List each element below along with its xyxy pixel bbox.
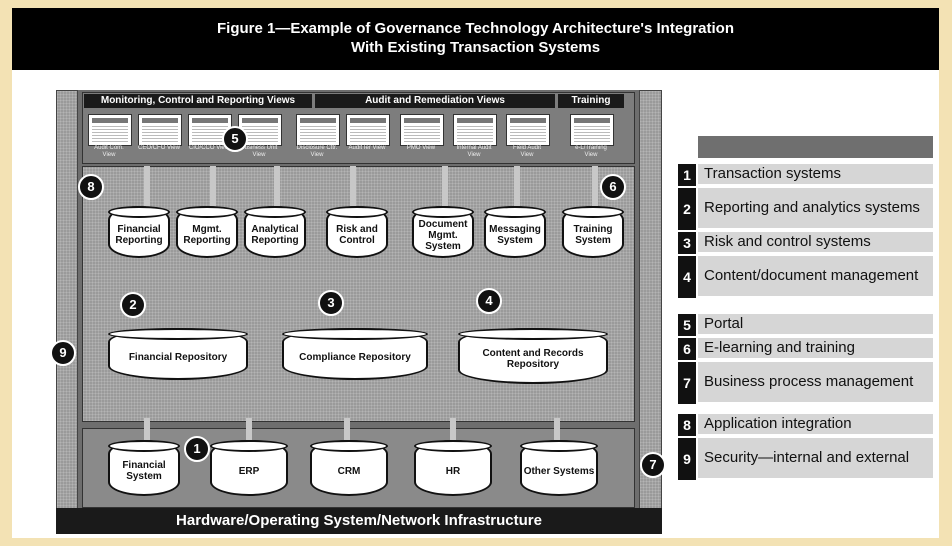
db-messaging: Messaging System xyxy=(484,206,546,258)
badge-3: 3 xyxy=(318,290,344,316)
thumbnail-view xyxy=(88,114,132,146)
thumbnail-view xyxy=(453,114,497,146)
db-risk-and-control: Risk and Control xyxy=(326,206,388,258)
sys-erp: ERP xyxy=(210,440,288,496)
sys-other: Other Systems xyxy=(520,440,598,496)
thumbnail-caption: Internal Audit View xyxy=(456,145,492,158)
thumbnail-caption: Field Audit View xyxy=(512,145,542,158)
db-document-mgmt: Document Mgmt. System xyxy=(412,206,474,258)
section-monitoring: Monitoring, Control and Reporting Views xyxy=(84,94,312,108)
legend-label: E-learning and training xyxy=(698,338,933,360)
thumbnail-caption: e-L/Training View xyxy=(575,145,607,158)
repo-compliance: Compliance Repository xyxy=(282,328,428,380)
title-line-2: With Existing Transaction Systems xyxy=(350,39,601,56)
legend-number: 6 xyxy=(678,338,696,360)
legend-label: Content/document management xyxy=(698,256,933,298)
thumbnail-caption: Audit Com. View xyxy=(94,145,124,158)
thumbnail-caption: Audit Ier View xyxy=(348,145,386,151)
legend-number: 9 xyxy=(678,438,696,480)
db-training: Training System xyxy=(562,206,624,258)
legend-label: Portal xyxy=(698,314,933,336)
badge-5: 5 xyxy=(222,126,248,152)
connector xyxy=(514,166,520,206)
connector xyxy=(344,418,350,440)
sys-crm: CRM xyxy=(310,440,388,496)
section-audit: Audit and Remediation Views xyxy=(315,94,555,108)
thumbnail-caption: Disclosure Cttr. View xyxy=(296,145,338,158)
legend-label: Business process management xyxy=(698,362,933,404)
legend-label: Transaction systems xyxy=(698,164,933,186)
legend-label: Risk and control systems xyxy=(698,232,933,254)
connector xyxy=(210,166,216,206)
integration-layer xyxy=(82,166,635,422)
legend-label: Application integration xyxy=(698,414,933,436)
connector xyxy=(450,418,456,440)
bpm-bar-right xyxy=(639,90,662,510)
db-mgmt-reporting: Mgmt. Reporting xyxy=(176,206,238,258)
thumbnail-view xyxy=(506,114,550,146)
badge-8: 8 xyxy=(78,174,104,200)
connector xyxy=(274,166,280,206)
legend-number: 4 xyxy=(678,256,696,298)
thumbnail-view xyxy=(138,114,182,146)
badge-6: 6 xyxy=(600,174,626,200)
connector xyxy=(246,418,252,440)
legend-header xyxy=(698,136,933,158)
db-analytical-reporting: Analytical Reporting xyxy=(244,206,306,258)
legend-label: Security—internal and external xyxy=(698,438,933,480)
figure-title: Figure 1—Example of Governance Technolog… xyxy=(12,8,939,70)
thumbnail-caption: CEO/CFO View xyxy=(138,145,180,151)
thumbnail-caption: CIO/CCO View xyxy=(188,145,230,151)
infrastructure-bar: Hardware/Operating System/Network Infras… xyxy=(56,508,662,534)
connector xyxy=(592,166,598,206)
connector xyxy=(144,418,150,440)
title-line-1: Figure 1—Example of Governance Technolog… xyxy=(216,20,734,37)
thumbnail-view xyxy=(570,114,614,146)
connector xyxy=(554,418,560,440)
sys-hr: HR xyxy=(414,440,492,496)
thumbnail-view xyxy=(400,114,444,146)
legend-number: 1 xyxy=(678,164,696,186)
thumbnail-view xyxy=(346,114,390,146)
figure-panel: Figure 1—Example of Governance Technolog… xyxy=(12,8,939,538)
connector xyxy=(144,166,150,206)
thumbnail-view xyxy=(296,114,340,146)
sys-financial: Financial System xyxy=(108,440,180,496)
thumbnail-caption: PMO View xyxy=(406,145,436,151)
repo-content-records: Content and Records Repository xyxy=(458,328,608,384)
legend-number: 5 xyxy=(678,314,696,336)
repo-financial: Financial Repository xyxy=(108,328,248,380)
badge-4: 4 xyxy=(476,288,502,314)
connector xyxy=(442,166,448,206)
legend-number: 3 xyxy=(678,232,696,254)
badge-2: 2 xyxy=(120,292,146,318)
legend-number: 7 xyxy=(678,362,696,404)
thumbnail-caption: Business Unit View xyxy=(240,145,278,158)
db-financial-reporting: Financial Reporting xyxy=(108,206,170,258)
badge-1: 1 xyxy=(184,436,210,462)
legend-label: Reporting and analytics systems xyxy=(698,188,933,230)
security-bar-left xyxy=(56,90,78,510)
connector xyxy=(350,166,356,206)
legend-number: 8 xyxy=(678,414,696,436)
legend-number: 2 xyxy=(678,188,696,230)
section-training: Training xyxy=(558,94,624,108)
badge-7: 7 xyxy=(640,452,666,478)
badge-9: 9 xyxy=(50,340,76,366)
